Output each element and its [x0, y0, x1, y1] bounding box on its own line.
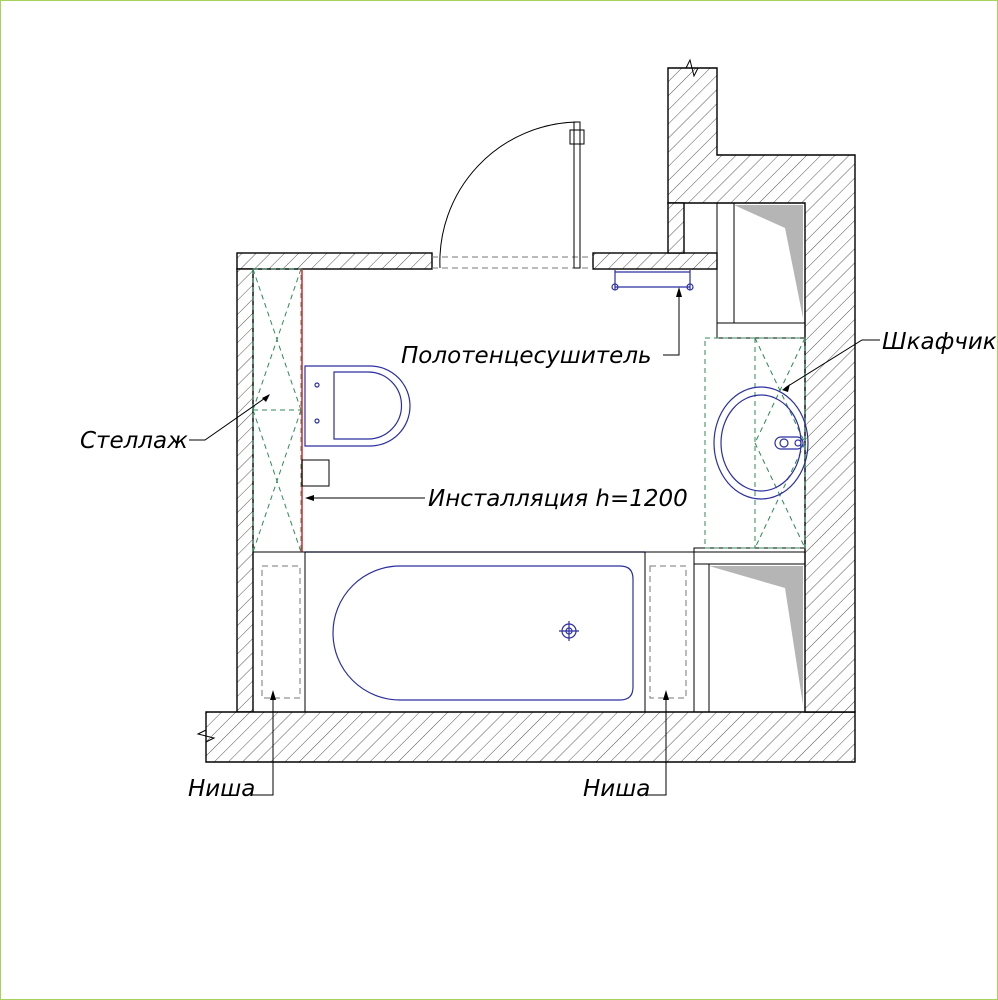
- niches: [252, 551, 695, 713]
- shelving: [252, 268, 302, 553]
- bathtub: [252, 551, 806, 713]
- label-towel-dryer: Полотенцесушитель: [401, 343, 652, 369]
- tile-shadow-bottom: [709, 566, 803, 705]
- leaders: [189, 287, 880, 796]
- toilet: [301, 365, 411, 487]
- tile-shadow-top: [734, 205, 803, 318]
- wall-bottom: [205, 711, 856, 763]
- label-cabinet: Шкафчик: [882, 329, 997, 355]
- wall-top-right: [592, 252, 718, 270]
- towel-dryer: [611, 270, 694, 291]
- cabinet-with-sink: [704, 337, 809, 549]
- wall-top-left: [236, 252, 433, 270]
- break-lines: [196, 58, 699, 743]
- walls: [205, 67, 856, 763]
- right-boxes: [693, 202, 806, 713]
- label-installation: Инсталляция h=1200: [428, 486, 688, 512]
- label-shelving: Стеллаж: [80, 428, 188, 454]
- wall-stub: [667, 202, 685, 254]
- wall-left: [236, 268, 254, 713]
- label-niche-right: Ниша: [583, 776, 650, 802]
- wall-right-outer: [667, 67, 856, 713]
- door: [432, 121, 593, 269]
- label-niche-left: Ниша: [188, 776, 255, 802]
